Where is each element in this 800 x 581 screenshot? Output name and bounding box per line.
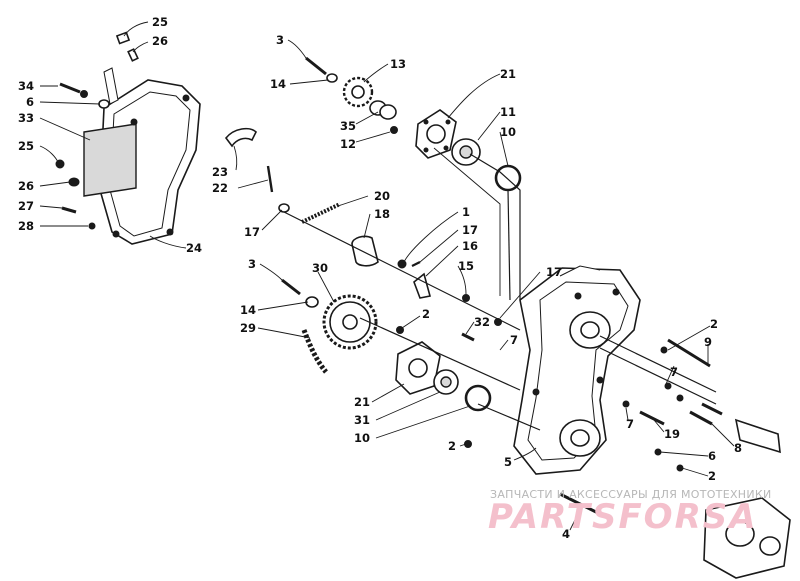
callout-5: 5: [504, 455, 512, 469]
callout-2: 2: [708, 469, 716, 483]
callout-19: 19: [664, 427, 680, 441]
callout-10: 10: [354, 431, 370, 445]
shaft-hardware: [559, 335, 781, 516]
watermark-logo: PARTSFORSA: [488, 497, 758, 537]
callout-27: 27: [18, 199, 34, 213]
leader-lines: [39, 21, 735, 531]
assembly-axis-lines: [283, 147, 541, 431]
callout-29: 29: [240, 321, 256, 335]
chaincase-cover: [83, 67, 201, 245]
callout-2: 2: [422, 307, 430, 321]
upper-sprocket-assembly: [305, 56, 398, 134]
callout-26: 26: [18, 179, 34, 193]
callout-35: 35: [340, 119, 356, 133]
callout-21: 21: [500, 67, 516, 81]
callout-14: 14: [270, 77, 286, 91]
watermark: ЗАПЧАСТИ И АКСЕССУАРЫ ДЛЯ МОТОТЕХНИКИ PA…: [488, 488, 772, 537]
callout-21: 21: [354, 395, 370, 409]
callout-23: 23: [212, 165, 228, 179]
callout-17: 17: [244, 225, 260, 239]
callout-11: 11: [500, 105, 516, 119]
callout-32: 32: [474, 315, 490, 329]
callout-17: 17: [462, 223, 478, 237]
callout-6: 6: [26, 95, 34, 109]
callout-34: 34: [18, 79, 34, 93]
watermark-tagline: ЗАПЧАСТИ И АКСЕССУАРЫ ДЛЯ МОТОТЕХНИКИ: [490, 488, 772, 501]
callout-8: 8: [734, 441, 742, 455]
callout-28: 28: [18, 219, 34, 233]
callout-2: 2: [448, 439, 456, 453]
lower-bearing-flange: [395, 326, 492, 448]
callout-26: 26: [152, 34, 168, 48]
callout-12: 12: [340, 137, 356, 151]
callout-15: 15: [458, 259, 474, 273]
callout-33: 33: [18, 111, 34, 125]
callout-3: 3: [248, 257, 256, 271]
upper-bearing-flange: [415, 109, 522, 192]
callout-1: 1: [462, 205, 470, 219]
callout-6: 6: [708, 449, 716, 463]
callout-10: 10: [500, 125, 516, 139]
callout-22: 22: [212, 181, 228, 195]
lower-sprocket-assembly: [281, 278, 378, 374]
callout-24: 24: [186, 241, 202, 255]
callout-4: 4: [562, 527, 570, 541]
tensioner-parts: [224, 127, 502, 342]
callout-13: 13: [390, 57, 406, 71]
callout-18: 18: [374, 207, 390, 221]
callout-7: 7: [670, 365, 678, 379]
callout-2: 2: [710, 317, 718, 331]
callout-25: 25: [152, 15, 168, 29]
gear-drive-housing: [703, 497, 791, 579]
chaincase-housing: [513, 265, 641, 475]
callout-9: 9: [704, 335, 712, 349]
callout-labels: 25 26 34 6 33 25 26 27 28 24 3 14 13 35 …: [18, 15, 742, 541]
callout-25: 25: [18, 139, 34, 153]
callout-7: 7: [626, 417, 634, 431]
callout-3: 3: [276, 33, 284, 47]
callout-7: 7: [510, 333, 518, 347]
callout-30: 30: [312, 261, 328, 275]
callout-20: 20: [374, 189, 390, 203]
callout-14: 14: [240, 303, 256, 317]
callout-16: 16: [462, 239, 478, 253]
callout-31: 31: [354, 413, 370, 427]
callout-17: 17: [546, 265, 562, 279]
